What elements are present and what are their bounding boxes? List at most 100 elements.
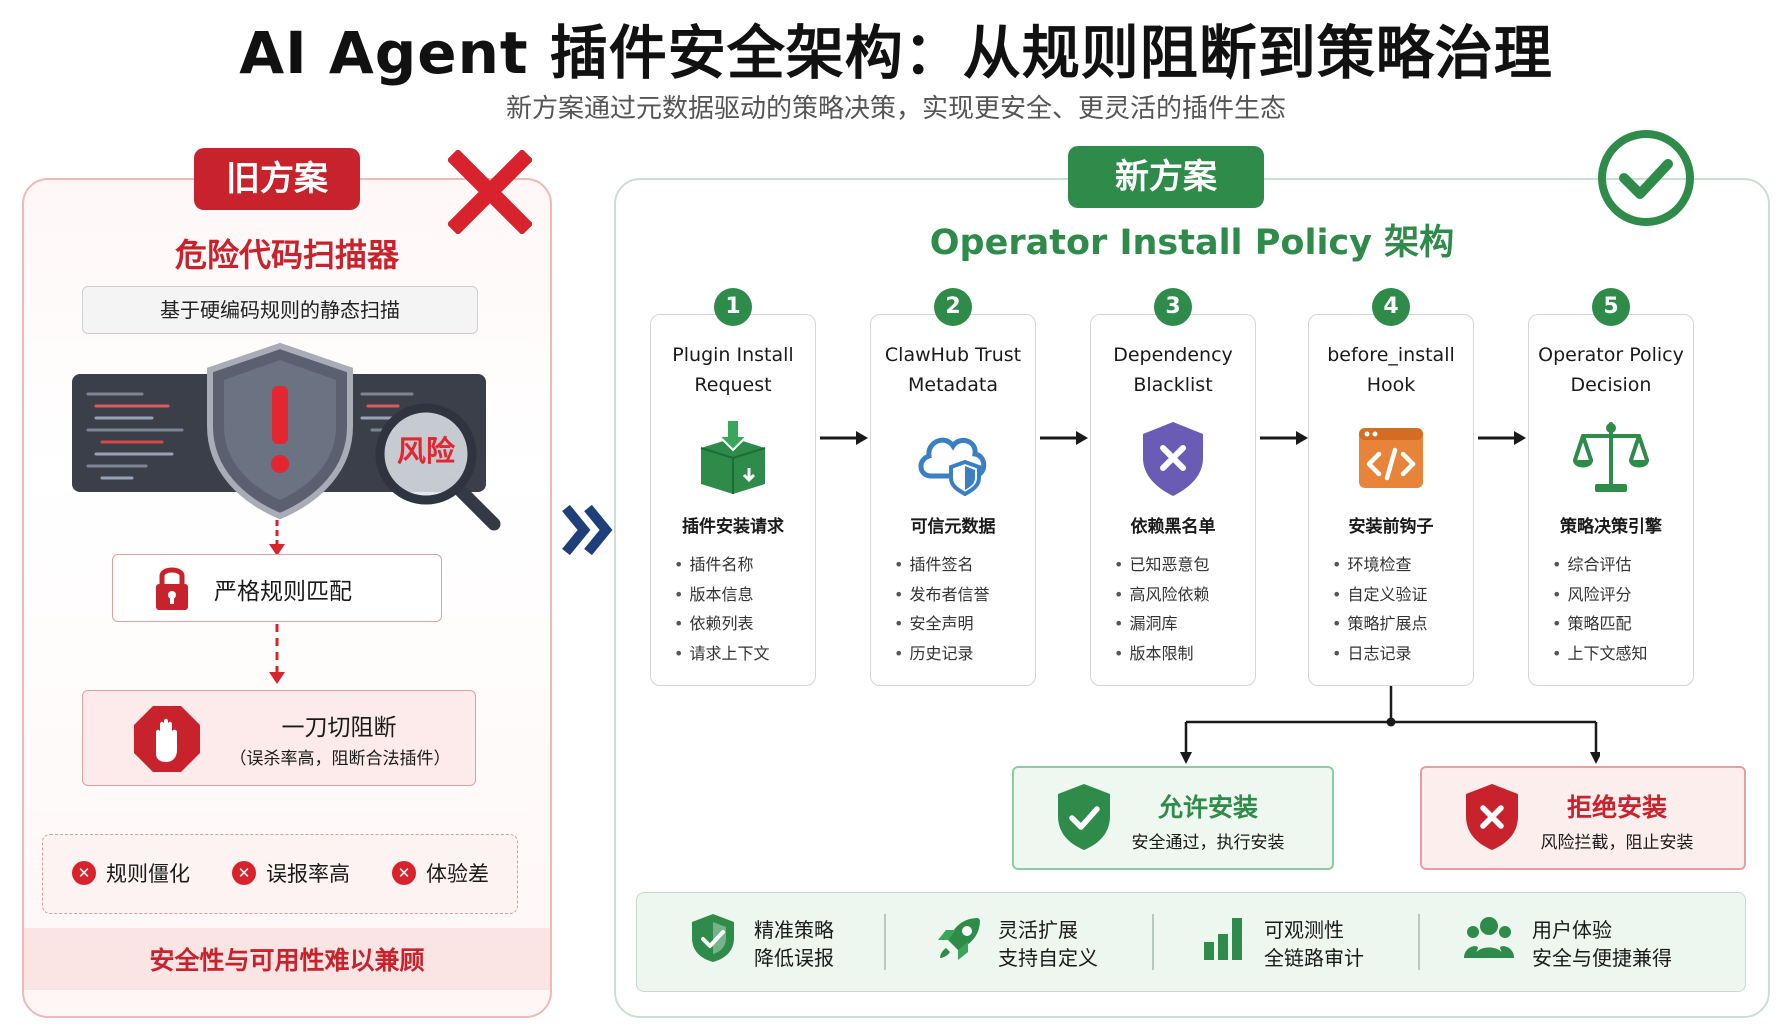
step-number: 5 — [1592, 288, 1630, 326]
page-subtitle: 新方案通过元数据驱动的策略决策，实现更安全、更灵活的插件生态 — [505, 94, 1286, 124]
bar-chart-icon — [1204, 918, 1242, 960]
list-item: 插件名称 — [674, 550, 814, 580]
x-circle-icon: ✕ — [232, 861, 256, 885]
flow-arrow — [269, 520, 285, 556]
cons-box — [42, 834, 518, 914]
list-item: 请求上下文 — [674, 639, 814, 669]
list-item: 日志记录 — [1332, 639, 1472, 669]
con-item: ✕ 体验差 — [392, 858, 489, 888]
allow-install-title: 允许安装 — [1157, 793, 1258, 822]
old-footer: 安全性与可用性难以兼顾 — [149, 946, 425, 975]
list-item: 策略匹配 — [1552, 609, 1692, 639]
benefits-bar — [636, 892, 1746, 992]
con-item: ✕ 误报率高 — [232, 858, 350, 888]
install-box-icon — [700, 419, 766, 494]
scales-icon — [1573, 422, 1649, 492]
flow-arrow — [1260, 431, 1308, 445]
new-scheme-heading: Operator Install Policy 架构 — [929, 223, 1455, 263]
list-item: 综合评估 — [1552, 550, 1692, 580]
list-item: 漏洞库 — [1114, 609, 1254, 639]
list-item: 自定义验证 — [1332, 580, 1472, 610]
new-scheme-badge: 新方案 — [1068, 146, 1264, 208]
step-number: 3 — [1154, 288, 1192, 326]
reject-install-title: 拒绝安装 — [1566, 793, 1667, 822]
shield-check-icon — [692, 914, 734, 962]
block-all-title: 一刀切阻断 — [281, 715, 397, 741]
list-item: 高风险依赖 — [1114, 580, 1254, 610]
step-item-list: 环境检查 自定义验证 策略扩展点 日志记录 — [1332, 550, 1472, 668]
warning-shield-icon — [207, 342, 353, 520]
flow-arrow — [1040, 431, 1088, 445]
list-item: 历史记录 — [894, 639, 1034, 669]
list-item: 版本限制 — [1114, 639, 1254, 669]
step-item-list: 插件签名 发布者信誉 安全声明 历史记录 — [894, 550, 1034, 668]
green-check-icon — [1598, 130, 1694, 226]
step-cn-label: 可信元数据 — [910, 517, 996, 537]
step-cn-label: 插件安装请求 — [682, 517, 784, 537]
con-label: 体验差 — [426, 862, 489, 886]
list-item: 依赖列表 — [674, 609, 814, 639]
double-chevron-icon — [562, 504, 613, 556]
benefit-title: 精准策略 — [754, 918, 834, 942]
x-circle-icon: ✕ — [392, 861, 416, 885]
step-number: 4 — [1372, 288, 1410, 326]
step-number: 1 — [714, 288, 752, 326]
red-x-icon — [448, 150, 532, 234]
users-icon — [1464, 917, 1514, 958]
benefit-title: 可观测性 — [1264, 918, 1344, 942]
code-hook-icon — [1359, 428, 1423, 488]
stop-hand-icon — [134, 706, 200, 772]
con-item: ✕ 规则僵化 — [72, 858, 190, 888]
benefit-subtitle: 支持自定义 — [998, 946, 1098, 970]
reject-install-note: 风险拦截，阻止安装 — [1540, 833, 1694, 853]
list-item: 版本信息 — [674, 580, 814, 610]
lock-icon — [156, 567, 188, 610]
flow-arrow — [820, 431, 868, 445]
divider — [884, 914, 886, 970]
step-item-list: 插件名称 版本信息 依赖列表 请求上下文 — [674, 550, 814, 668]
divider — [1418, 914, 1420, 970]
risk-label: 风险 — [396, 434, 455, 468]
list-item: 插件签名 — [894, 550, 1034, 580]
shield-x-icon — [1466, 784, 1518, 850]
allow-install-note: 安全通过，执行安装 — [1131, 833, 1285, 853]
step-cn-label: 依赖黑名单 — [1130, 517, 1216, 537]
list-item: 上下文感知 — [1552, 639, 1692, 669]
old-scheme-subheading: 基于硬编码规则的静态扫描 — [82, 286, 478, 334]
step-item-list: 已知恶意包 高风险依赖 漏洞库 版本限制 — [1114, 550, 1254, 668]
cloud-shield-icon — [918, 437, 987, 497]
divider — [1152, 914, 1154, 970]
list-item: 风险评分 — [1552, 580, 1692, 610]
benefit-title: 灵活扩展 — [998, 918, 1078, 942]
benefit-subtitle: 全链路审计 — [1264, 946, 1364, 970]
benefit-title: 用户体验 — [1532, 918, 1612, 942]
rule-match-label: 严格规则匹配 — [214, 579, 352, 605]
list-item: 策略扩展点 — [1332, 609, 1472, 639]
list-item: 已知恶意包 — [1114, 550, 1254, 580]
x-circle-icon: ✕ — [72, 861, 96, 885]
shield-x-icon — [1143, 422, 1203, 496]
step-cn-label: 安装前钩子 — [1348, 517, 1434, 537]
step-item-list: 综合评估 风险评分 策略匹配 上下文感知 — [1552, 550, 1692, 668]
list-item: 安全声明 — [894, 609, 1034, 639]
benefit-subtitle: 降低误报 — [754, 946, 834, 970]
shield-check-icon — [1058, 784, 1110, 850]
list-item: 发布者信誉 — [894, 580, 1034, 610]
step-cn-label: 策略决策引擎 — [1560, 517, 1662, 537]
con-label: 规则僵化 — [106, 862, 190, 886]
step-number: 2 — [934, 288, 972, 326]
block-all-note: （误杀率高，阻断合法插件） — [229, 749, 451, 769]
magnifier-icon — [375, 403, 501, 531]
benefit-subtitle: 安全与便捷兼得 — [1532, 946, 1672, 970]
rocket-icon — [938, 918, 980, 960]
page-title: AI Agent 插件安全架构：从规则阻断到策略治理 — [239, 19, 1553, 87]
old-scheme-badge: 旧方案 — [194, 148, 360, 210]
flow-arrow — [1478, 431, 1526, 445]
flow-arrow — [269, 624, 285, 684]
branch-arrows — [1180, 686, 1600, 764]
